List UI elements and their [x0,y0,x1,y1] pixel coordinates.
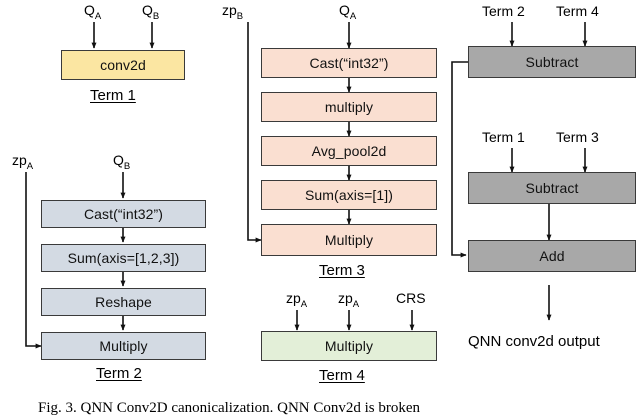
node-term3-sum[interactable]: Sum(axis=[1]) [261,180,437,210]
node-subtract-bottom[interactable]: Subtract [468,172,636,204]
term1-input-label-qb: QB [142,2,160,22]
term4-caption: Term 4 [319,367,365,384]
node-term3-multiply-lower[interactable]: multiply [261,92,437,122]
node-term2-cast[interactable]: Cast(“int32”) [41,200,206,228]
node-term2-sum[interactable]: Sum(axis=[1,2,3]) [41,244,206,272]
node-conv2d[interactable]: conv2d [61,50,185,80]
term3-caption: Term 3 [319,262,365,279]
node-term3-avgpool2d[interactable]: Avg_pool2d [261,136,437,166]
term3-input-label-qa: QA [339,2,357,22]
node-subtract-top[interactable]: Subtract [468,46,636,78]
node-term2-multiply[interactable]: Multiply [41,332,206,360]
term2-caption: Term 2 [96,365,142,382]
term1-input-label-qa: QA [84,2,102,22]
figure-caption: Fig. 3. QNN Conv2D canonicalization. QNN… [38,400,421,416]
term4-input-label-zpa-1: zpA [286,290,308,310]
term2-input-label-qb: QB [113,152,131,172]
node-term3-cast[interactable]: Cast(“int32”) [261,48,437,78]
term1-caption: Term 1 [90,87,136,104]
output-label: QNN conv2d output [468,333,600,350]
term4-input-label-crs: CRS [396,290,426,306]
combiner-input-label-term1: Term 1 [482,129,525,145]
term3-input-label-zpb: zpB [222,2,244,22]
node-term4-multiply[interactable]: Multiply [261,331,437,361]
combiner-input-label-term4: Term 4 [556,3,599,19]
combiner-input-label-term2: Term 2 [482,3,525,19]
node-term2-reshape[interactable]: Reshape [41,288,206,316]
node-term3-multiply[interactable]: Multiply [261,224,437,256]
term2-input-label-zpa: zpA [12,152,34,172]
term4-input-label-zpa-2: zpA [338,290,360,310]
combiner-input-label-term3: Term 3 [556,129,599,145]
node-add[interactable]: Add [468,240,636,272]
